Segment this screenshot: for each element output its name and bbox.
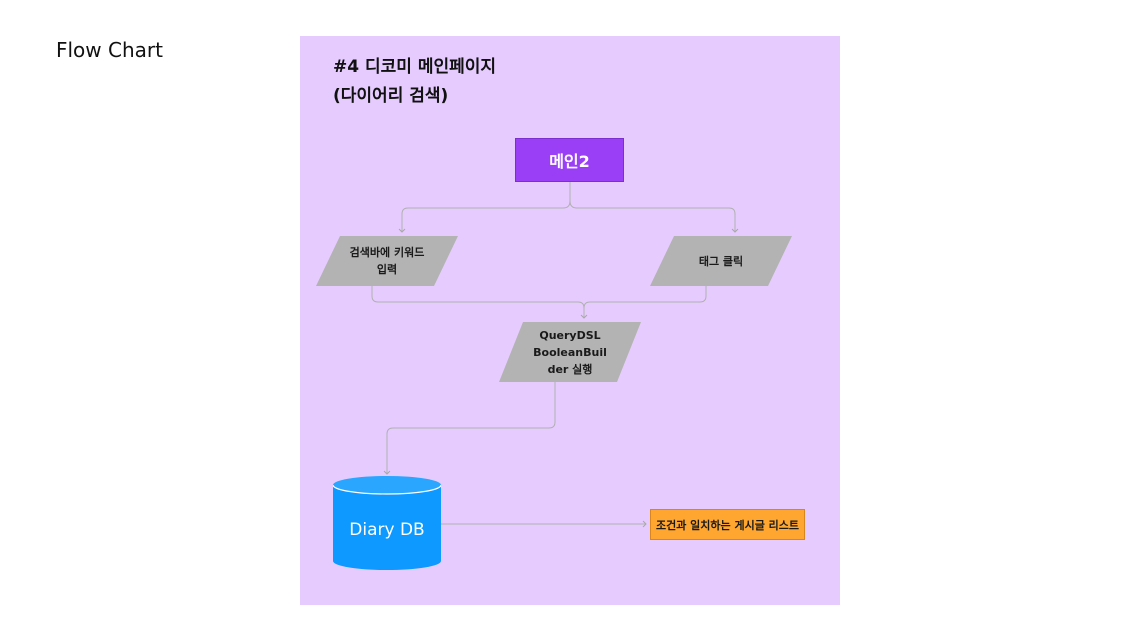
panel-title-line-2: (다이어리 검색)	[333, 86, 449, 106]
connector-main-to-tag	[569, 200, 739, 233]
panel-title-line-1: #4 디코미 메인페이지	[333, 57, 497, 77]
keyword-input-label-line-1: 검색바에 키워드	[349, 246, 425, 259]
parallelogram-shape	[499, 322, 641, 382]
querydsl-label-line-3: der 실행	[547, 362, 593, 376]
querydsl-node: QueryDSL BooleanBuil der 실행	[499, 322, 641, 382]
database-cylinder-icon	[333, 476, 441, 570]
panel-title: #4 디코미 메인페이지 (다이어리 검색)	[333, 53, 496, 111]
keyword-input-label-line-2: 입력	[376, 263, 398, 276]
connector-lines	[371, 182, 739, 528]
diary-db-node: Diary DB	[333, 476, 441, 570]
tag-click-label: 태그 클릭	[698, 254, 744, 268]
connector-query-to-db	[383, 382, 556, 475]
result-list-node: 조건과 일치하는 게시글 리스트	[650, 509, 805, 540]
parallelogram-shape	[316, 236, 458, 286]
querydsl-label-line-2: BooleanBuil	[533, 345, 607, 359]
parallelogram-shape	[650, 236, 792, 286]
tag-click-node: 태그 클릭	[650, 236, 792, 286]
keyword-input-node: 검색바에 키워드 입력	[316, 236, 458, 286]
diary-db-label: Diary DB	[349, 520, 425, 540]
connector-tag-to-query	[583, 286, 707, 309]
page-label: Flow Chart	[56, 38, 163, 62]
flowchart-panel: #4 디코미 메인페이지 (다이어리 검색) 메인2 검색바에 키워드 입력	[300, 36, 840, 605]
connector-keyword-to-query	[371, 286, 588, 319]
connector-main-to-split	[398, 182, 571, 233]
main-page-node: 메인2	[515, 138, 624, 182]
querydsl-label-line-1: QueryDSL	[539, 328, 601, 342]
